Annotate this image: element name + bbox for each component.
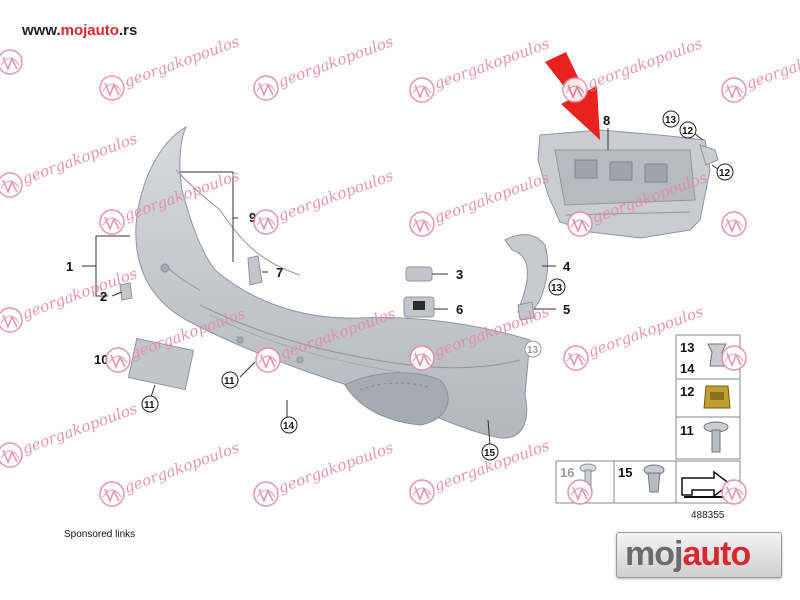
watermark-logo-icon: georgakopoulos <box>721 34 800 103</box>
callout-4[interactable]: 4 <box>563 259 571 274</box>
part-10-plate <box>127 337 195 391</box>
watermark-logo-icon <box>0 49 23 75</box>
callout-7[interactable]: 7 <box>276 265 283 280</box>
watermark-logo-icon: georgakopoulos <box>409 436 552 505</box>
circled-callout-15[interactable]: 15 <box>481 443 499 461</box>
watermark-logo-icon <box>721 345 747 371</box>
site-url-prefix: www. <box>22 22 61 39</box>
watermark-logo-icon: georgakopoulos <box>0 399 140 468</box>
circled-callout-13-top[interactable]: 13 <box>662 110 680 128</box>
watermark-text: georgakopoulos <box>20 399 140 457</box>
callout-2[interactable]: 2 <box>100 289 107 304</box>
watermark-logo-icon <box>567 479 593 505</box>
watermark-logo-icon: georgakopoulos <box>99 32 242 101</box>
circled-callout-11-left[interactable]: 11 <box>141 395 159 413</box>
watermark-logo-icon: georgakopoulos <box>409 34 552 103</box>
watermark-logo-icon: georgakopoulos <box>253 32 396 101</box>
circled-callout-13-mid[interactable]: 13 <box>548 278 566 296</box>
watermark-logo-icon: georgakopoulos <box>253 438 396 507</box>
watermark-text: georgakopoulos <box>432 34 552 92</box>
site-url-suffix: .rs <box>118 22 138 39</box>
legend-11-label: 11 <box>680 423 694 438</box>
watermark-text: georgakopoulos <box>122 32 242 90</box>
watermark-text: georgakopoulos <box>276 32 396 90</box>
part-2-clip <box>119 282 133 301</box>
watermark-text: georgakopoulos <box>122 438 242 496</box>
legend-16-label: 16 <box>560 465 574 480</box>
part-5-clip <box>517 301 535 321</box>
mojauto-logo[interactable]: mojauto <box>616 532 782 578</box>
circled-callout-14[interactable]: 14 <box>280 416 298 434</box>
bumper-carrier-part-8 <box>537 129 719 239</box>
callout-5[interactable]: 5 <box>563 302 570 317</box>
part-6-cap <box>403 296 435 318</box>
hardware-legend: 13 14 12 11 16 15 488355 <box>555 334 741 521</box>
callout-8[interactable]: 8 <box>603 113 610 128</box>
site-url[interactable]: www.mojauto.rs <box>22 22 137 39</box>
rivet-15-icon <box>643 464 665 493</box>
callout-11-left-label: 11 <box>144 400 155 411</box>
watermark-logo-icon <box>721 211 747 237</box>
logo-part-2: auto <box>682 535 751 573</box>
watermark-logo-icon: georgakopoulos <box>253 166 396 235</box>
watermark-text: georgakopoulos <box>276 166 396 224</box>
watermark-logo-icon: georgakopoulos <box>99 438 242 507</box>
watermark-text: georgakopoulos <box>276 438 396 496</box>
callout-6[interactable]: 6 <box>456 302 463 317</box>
mojauto-logo-text: mojauto <box>625 535 751 574</box>
watermark-logo-icon: georgakopoulos <box>409 168 552 237</box>
callout-13-low-label: 13 <box>527 345 539 356</box>
watermark-logo-icon: georgakopoulos <box>562 34 705 103</box>
legend-14-label: 14 <box>680 361 695 376</box>
callout-11-mid-label: 11 <box>224 376 235 387</box>
callout-14-label: 14 <box>283 421 295 432</box>
callout-10[interactable]: 10 <box>94 352 108 367</box>
circled-callout-12-top[interactable]: 12 <box>679 121 697 139</box>
callout-15-label: 15 <box>484 448 496 459</box>
sponsored-links-label[interactable]: Sponsored links <box>64 529 136 540</box>
watermark-logo-icon: georgakopoulos <box>0 264 140 333</box>
screw-11-icon <box>703 421 729 453</box>
diagram-number: 488355 <box>691 510 725 521</box>
part-7-bracket <box>247 255 263 286</box>
front-bumper-cover <box>135 125 531 439</box>
watermark-text: georgakopoulos <box>432 168 552 226</box>
circled-callout-12-right[interactable]: 12 <box>716 163 734 181</box>
callout-12-right-label: 12 <box>719 168 731 179</box>
watermark-text: georgakopoulos <box>20 129 140 187</box>
callout-13-top-label: 13 <box>665 115 677 126</box>
watermark-logo-icon: georgakopoulos <box>0 129 140 198</box>
part-3-cap <box>405 266 433 282</box>
callout-12-top-label: 12 <box>682 126 694 137</box>
legend-15-label: 15 <box>618 465 632 480</box>
circled-callout-11-mid[interactable]: 11 <box>221 371 239 389</box>
callout-13-mid-label: 13 <box>551 283 563 294</box>
callout-3[interactable]: 3 <box>456 267 463 282</box>
logo-part-1: moj <box>625 535 683 573</box>
legend-13-label: 13 <box>680 340 694 355</box>
watermark-text: georgakopoulos <box>744 34 800 92</box>
circled-callout-13-low[interactable]: 13 <box>524 340 542 358</box>
watermark-text: georgakopoulos <box>585 34 705 92</box>
callout-9[interactable]: 9 <box>249 210 256 225</box>
legend-12-label: 12 <box>680 384 694 399</box>
leader-lines <box>82 128 723 446</box>
bracket-part-4 <box>504 234 549 319</box>
callout-1[interactable]: 1 <box>66 259 73 274</box>
watermark-logo-icon <box>721 479 747 505</box>
site-url-brand: mojauto <box>60 22 119 39</box>
